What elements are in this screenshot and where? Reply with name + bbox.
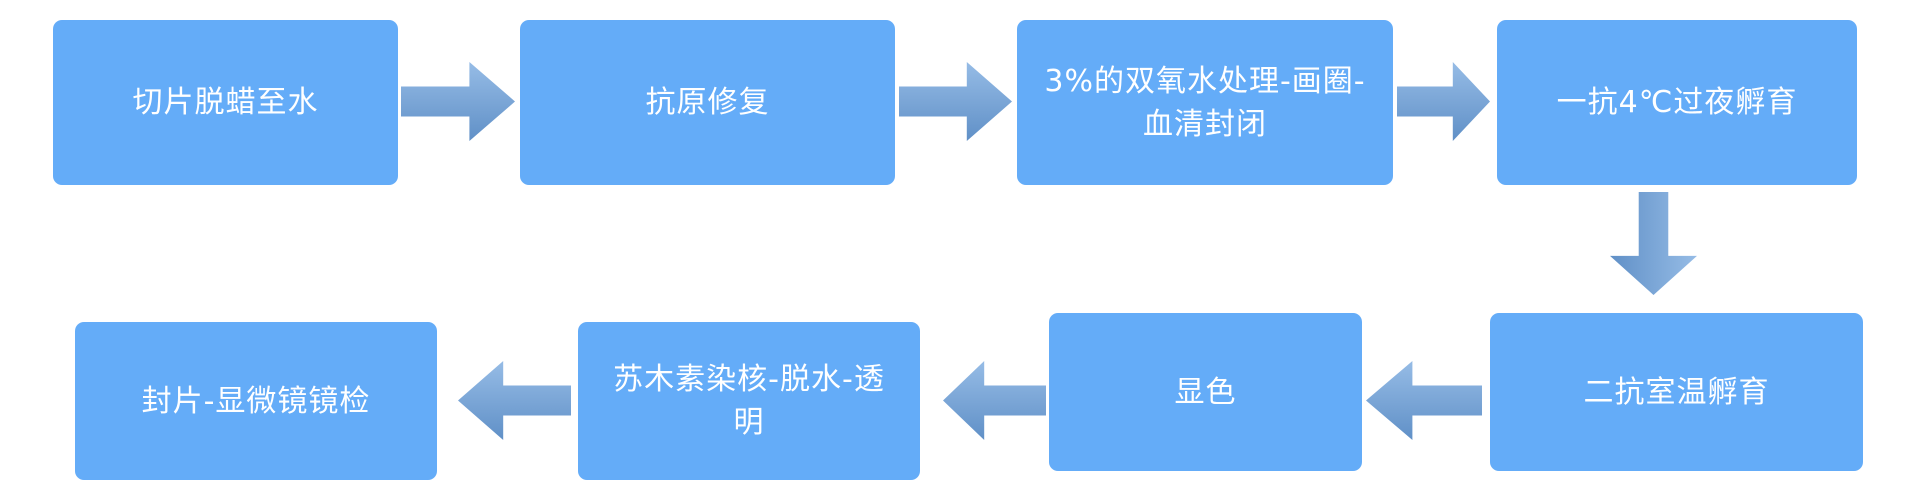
step-box-color-development: 显色 bbox=[1049, 313, 1362, 471]
arrow-left-icon bbox=[1366, 361, 1482, 440]
step-label: 苏木素染核-脱水-透 明 bbox=[613, 362, 885, 440]
step-box-mount-microscopy: 封片-显微镜镜检 bbox=[75, 322, 437, 480]
step-label: 一抗4℃过夜孵育 bbox=[1556, 85, 1798, 120]
arrow-down-icon bbox=[1610, 192, 1697, 295]
arrow-left-icon bbox=[458, 361, 571, 440]
step-box-secondary-antibody-incubation: 二抗室温孵育 bbox=[1490, 313, 1863, 471]
step-box-dewax-to-water: 切片脱蜡至水 bbox=[53, 20, 398, 185]
step-box-antigen-retrieval: 抗原修复 bbox=[520, 20, 895, 185]
step-label: 3%的双氧水处理-画圈- 血清封闭 bbox=[1044, 63, 1366, 142]
arrow-right-icon bbox=[401, 62, 515, 141]
step-label: 封片-显微镜镜检 bbox=[141, 383, 371, 419]
arrow-right-icon bbox=[899, 62, 1012, 141]
step-box-primary-antibody-incubation: 一抗4℃过夜孵育 bbox=[1497, 20, 1857, 185]
step-label: 抗原修复 bbox=[645, 85, 770, 120]
arrow-left-icon bbox=[943, 361, 1046, 440]
step-label: 切片脱蜡至水 bbox=[132, 85, 319, 120]
step-label: 二抗室温孵育 bbox=[1583, 374, 1770, 410]
step-label: 显色 bbox=[1174, 374, 1237, 410]
step-box-hematoxylin-dehydrate-clear: 苏木素染核-脱水-透 明 bbox=[578, 322, 920, 480]
step-box-peroxide-serum-block: 3%的双氧水处理-画圈- 血清封闭 bbox=[1017, 20, 1393, 185]
arrow-right-icon bbox=[1397, 62, 1490, 141]
